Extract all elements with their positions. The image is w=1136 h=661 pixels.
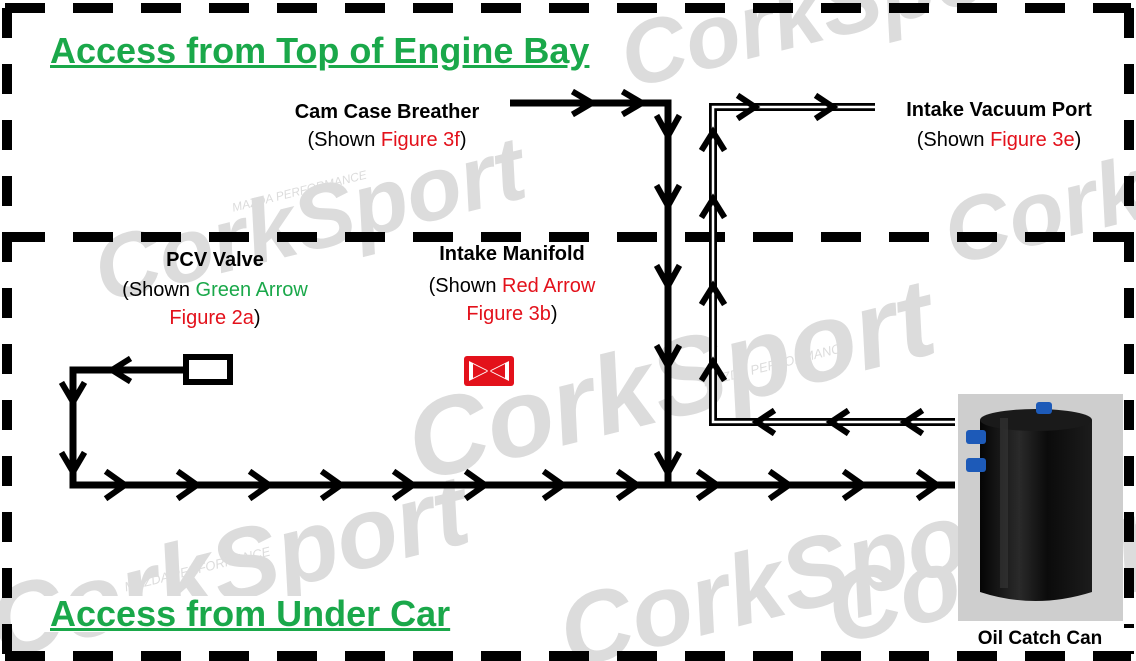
oil-catch-can-image xyxy=(958,394,1123,621)
intake-vacuum-port-label: Intake Vacuum Port (Shown Figure 3e) xyxy=(872,98,1126,152)
figure-ref: Figure 3f xyxy=(381,129,460,151)
caption-shown: (Shown xyxy=(308,129,381,151)
watermark-text: CorkSport xyxy=(610,0,1065,108)
intake-manifold-name: Intake Manifold xyxy=(382,242,642,266)
cam-case-breather-caption: (Shown Figure 3f) xyxy=(262,128,512,152)
figure-ref: Figure 2a xyxy=(169,307,254,329)
caption-shown: (Shown xyxy=(122,279,195,301)
intake-vacuum-port-caption: (Shown Figure 3e) xyxy=(872,128,1126,152)
figure-ref: Figure 3b xyxy=(466,303,551,325)
pcv-valve-caption-line1: (Shown Green Arrow xyxy=(70,278,360,302)
caption-shown: (Shown xyxy=(917,129,990,151)
pcv-valve-label: PCV Valve (Shown Green Arrow Figure 2a) xyxy=(70,248,360,330)
caption-close: ) xyxy=(551,303,558,325)
figure-ref: Figure 3e xyxy=(990,129,1075,151)
red-x-box-icon xyxy=(464,356,514,386)
caption-close: ) xyxy=(460,129,467,151)
pcv-valve-caption-line2: Figure 2a) xyxy=(70,306,360,330)
arrow-ref: Red Arrow xyxy=(502,275,595,297)
intake-manifold-label: Intake Manifold (Shown Red Arrow Figure … xyxy=(382,242,642,326)
top-section-title: Access from Top of Engine Bay xyxy=(44,33,595,69)
intake-vacuum-port-name: Intake Vacuum Port xyxy=(872,98,1126,122)
intake-manifold-caption-line1: (Shown Red Arrow xyxy=(382,274,642,298)
cam-case-breather-label: Cam Case Breather (Shown Figure 3f) xyxy=(262,100,512,152)
oil-catch-can-label: Oil Catch Can xyxy=(940,628,1136,651)
cam-case-breather-name: Cam Case Breather xyxy=(262,100,512,124)
pcv-valve-name: PCV Valve xyxy=(70,248,360,272)
arrow-ref: Green Arrow xyxy=(196,279,308,301)
caption-close: ) xyxy=(254,307,261,329)
caption-shown: (Shown xyxy=(429,275,502,297)
caption-close: ) xyxy=(1075,129,1082,151)
pcv-valve-box-icon xyxy=(186,357,230,382)
bottom-section-title: Access from Under Car xyxy=(44,596,456,632)
intake-manifold-caption-line2: Figure 3b) xyxy=(382,302,642,326)
